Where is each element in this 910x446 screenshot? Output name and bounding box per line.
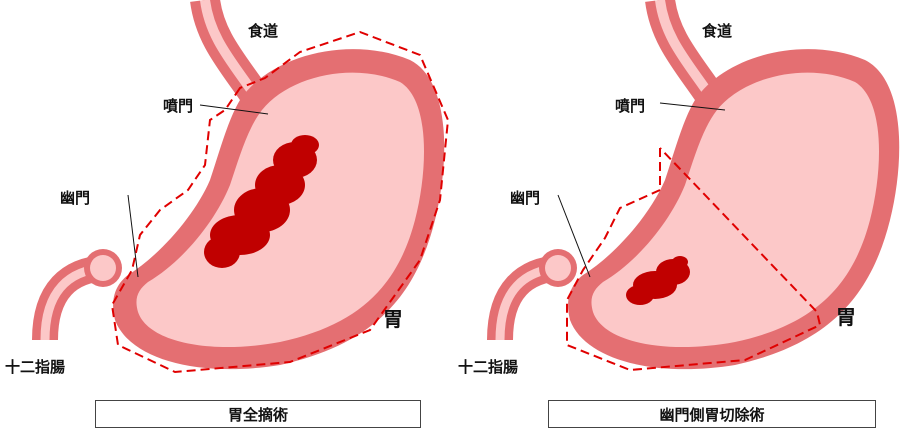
caption-distal-gastrectomy: 幽門側胃切除術 <box>548 400 876 428</box>
distal-gastrectomy-stomach <box>500 0 899 370</box>
label-duodenum-right: 十二指腸 <box>458 358 519 376</box>
label-cardia-right: 噴門 <box>615 97 646 115</box>
label-stomach-left: 胃 <box>383 307 403 331</box>
label-stomach-right: 胃 <box>836 305 856 329</box>
label-duodenum-left: 十二指腸 <box>5 358 66 376</box>
tumor-large <box>204 135 319 268</box>
resection-line-total <box>110 30 450 374</box>
total-gastrectomy-stomach <box>45 0 448 372</box>
caption-total-gastrectomy: 胃全摘術 <box>95 400 421 428</box>
label-pylorus-left: 幽門 <box>60 189 91 207</box>
label-esophagus-right: 食道 <box>702 22 733 40</box>
label-esophagus-left: 食道 <box>248 22 279 40</box>
label-pylorus-right: 幽門 <box>510 189 541 207</box>
resection-line-distal <box>566 147 822 372</box>
label-cardia-left: 噴門 <box>163 97 194 115</box>
tumor-small <box>626 256 690 305</box>
